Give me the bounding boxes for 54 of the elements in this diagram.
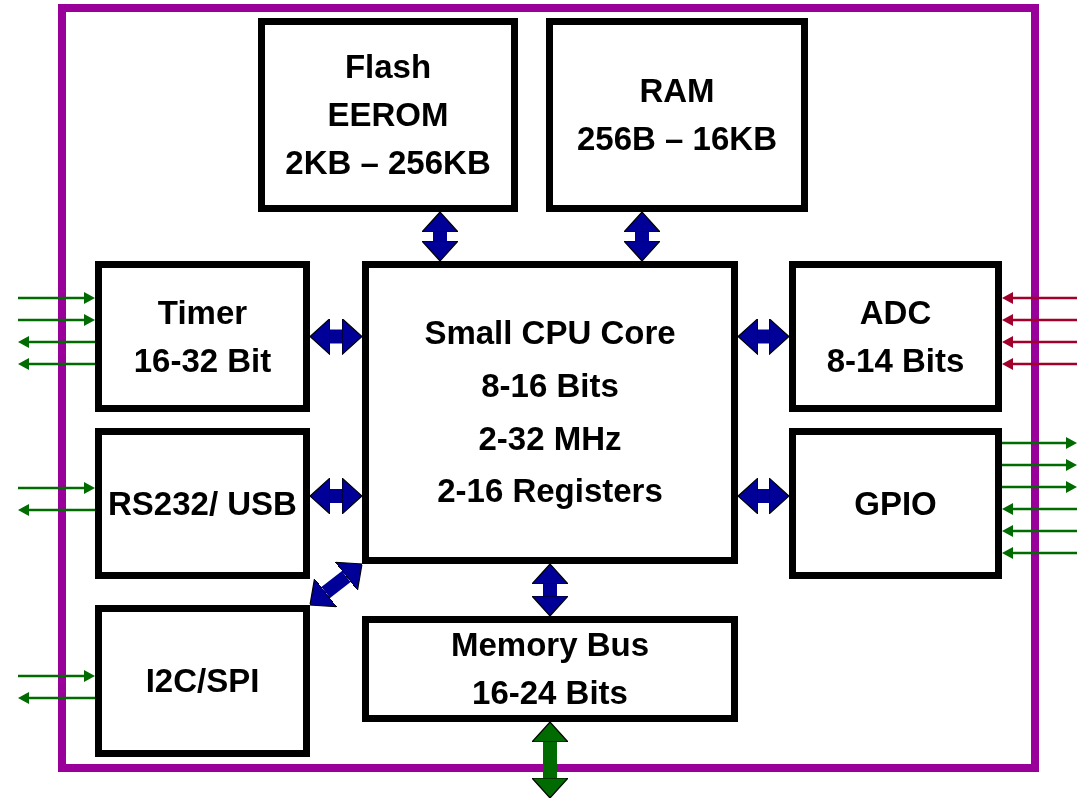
signal-arrow: [1002, 503, 1077, 515]
signal-arrow: [1002, 336, 1077, 348]
bus-arrow: [737, 317, 790, 356]
component-box: [95, 605, 310, 757]
component-label: I2C/SPI: [145, 661, 260, 702]
component-box: [362, 616, 738, 722]
component-box: [362, 261, 738, 564]
component-label: RS232/ USB: [108, 483, 297, 524]
bus-arrow: [737, 477, 790, 515]
signal-arrow: [18, 358, 95, 370]
bus-arrow: [623, 211, 661, 262]
component-label: Memory Bus: [450, 625, 650, 666]
component-label: Flash EEROM: [326, 47, 450, 136]
bus-arrow: [309, 317, 363, 356]
signal-arrow: [18, 314, 95, 326]
component-label: 2-16 Registers: [437, 471, 663, 512]
component-box: [789, 428, 1002, 579]
component-box: [789, 261, 1002, 412]
signal-arrow: [1002, 437, 1077, 449]
signal-arrow: [18, 670, 95, 682]
signal-arrow: [1002, 547, 1077, 559]
component-label: GPIO: [854, 483, 937, 524]
component-label: ADC: [859, 292, 932, 333]
component-label: Timer: [157, 292, 248, 333]
signal-arrow: [1002, 292, 1077, 304]
component-label: 2KB – 256KB: [285, 142, 491, 183]
bus-arrow: [531, 563, 569, 617]
component-box: [95, 428, 310, 579]
bus-arrow: [309, 561, 363, 608]
component-label: 256B – 16KB: [577, 119, 777, 159]
component-label: 2-32 MHz: [478, 418, 622, 459]
component-label: 8-16 Bits: [481, 365, 619, 406]
bus-arrow: [421, 211, 459, 262]
component-box: [546, 18, 808, 212]
signal-arrow: [18, 482, 95, 494]
component-label: 16-24 Bits: [472, 673, 628, 713]
component-label: Small CPU Core: [424, 312, 676, 353]
bus-arrow: [309, 477, 363, 515]
signal-arrow: [1002, 481, 1077, 493]
component-box: [95, 261, 310, 412]
signal-arrow: [18, 292, 95, 304]
signal-arrow: [1002, 358, 1077, 370]
component-label: 16-32 Bit: [133, 340, 272, 381]
signal-arrow: [1002, 525, 1077, 537]
signal-arrow: [18, 504, 95, 516]
component-box: [258, 18, 518, 212]
signal-arrow: [1002, 459, 1077, 471]
signal-arrow: [1002, 314, 1077, 326]
signal-arrow: [18, 336, 95, 348]
component-label: 8-14 Bits: [826, 340, 965, 381]
component-label: RAM: [639, 71, 715, 112]
chip-outline: [58, 4, 1039, 772]
bus-arrow: [531, 721, 569, 798]
signal-arrow: [18, 692, 95, 704]
